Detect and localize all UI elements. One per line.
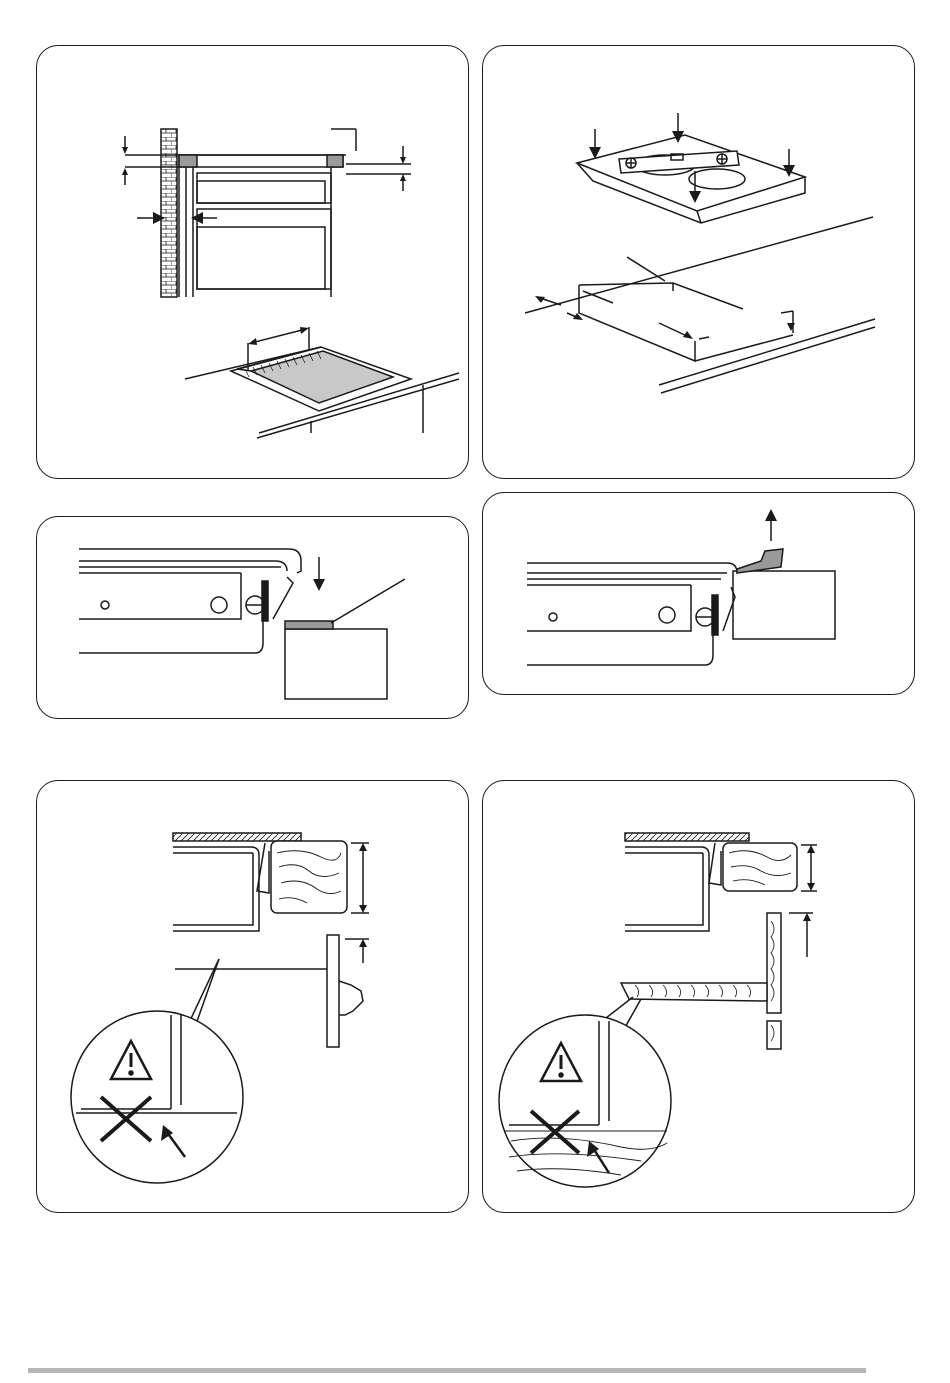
door-warning-diagram bbox=[37, 781, 469, 1213]
panel-door-mounting-warning bbox=[36, 780, 469, 1213]
shelf-warning-diagram bbox=[483, 781, 915, 1213]
seal-remove-diagram bbox=[483, 493, 915, 695]
hob-placement-diagram bbox=[483, 46, 915, 479]
cabinet-clearance-diagram bbox=[37, 46, 469, 479]
panel-seal-strip-remove bbox=[482, 492, 915, 695]
panel-shelf-mounting-warning bbox=[482, 780, 915, 1213]
panel-hob-placement bbox=[482, 45, 915, 479]
wall-icon bbox=[161, 129, 177, 297]
seal-apply-diagram bbox=[37, 517, 469, 719]
panel-seal-strip-apply bbox=[36, 516, 469, 719]
footer-rule bbox=[28, 1368, 866, 1373]
panel-cabinet-clearances bbox=[36, 45, 469, 479]
